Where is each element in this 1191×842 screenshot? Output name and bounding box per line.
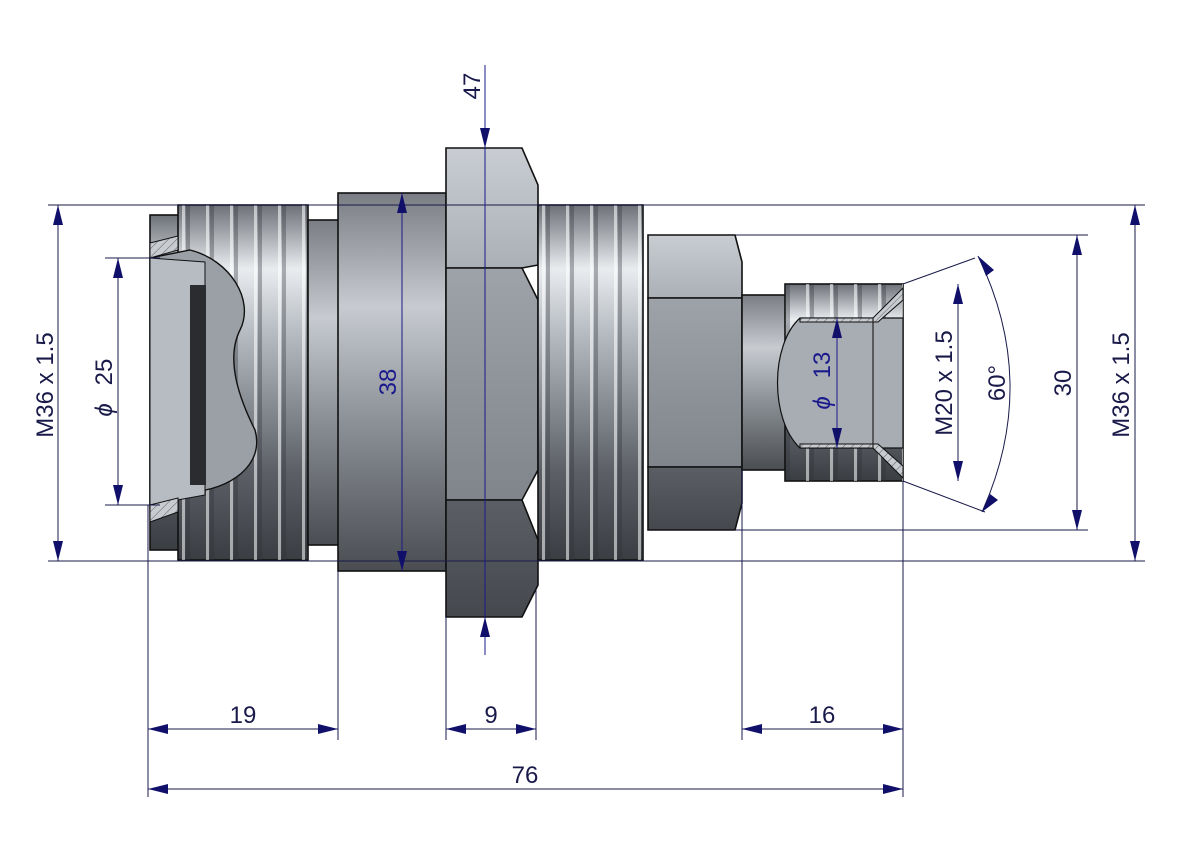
dimension-labels: M36 x 1.5 ϕ 25 38 47 ϕ 13 M20 x 1.5 60° … <box>32 73 1135 789</box>
left-thread-label: M36 x 1.5 <box>32 332 59 437</box>
hex-30-label: 30 <box>1050 370 1077 397</box>
width-9-label: 9 <box>484 702 497 729</box>
dimension-lines <box>53 65 1140 794</box>
large-hex-bottom-face <box>445 499 539 618</box>
bore-13-group: ϕ 13 <box>809 352 836 410</box>
collar <box>337 192 447 572</box>
bore-13-label: 13 <box>809 352 836 379</box>
small-hex-middle-face <box>647 297 743 468</box>
diameter-symbol-25: ϕ <box>91 403 118 416</box>
angle-60-label: 60° <box>984 365 1011 401</box>
len-16-label: 16 <box>809 702 836 729</box>
right-thread-label: M36 x 1.5 <box>1108 332 1135 437</box>
small-hex-bottom-face <box>647 466 743 531</box>
overall-76-label: 76 <box>512 762 539 789</box>
collar-38-label: 38 <box>375 369 402 396</box>
len-19-label: 19 <box>230 702 257 729</box>
hex-47-label: 47 <box>459 73 486 100</box>
fitting-body <box>149 147 904 618</box>
left-hatch-bottom <box>149 497 179 523</box>
small-hex-top-face <box>647 234 743 299</box>
diameter-symbol-13: ϕ <box>809 396 836 409</box>
small-thread-label: M20 x 1.5 <box>931 330 958 435</box>
bore-25-group: ϕ 25 <box>91 359 118 417</box>
extension-lines <box>48 204 1145 797</box>
left-hatch-top <box>149 235 179 259</box>
left-neck <box>307 219 341 546</box>
left-bore-groove <box>190 285 206 485</box>
large-hex-middle-face <box>445 267 539 501</box>
bore-25-label: 25 <box>91 359 118 386</box>
right-thread-pattern <box>538 205 643 560</box>
large-hex-top-face <box>445 147 539 269</box>
